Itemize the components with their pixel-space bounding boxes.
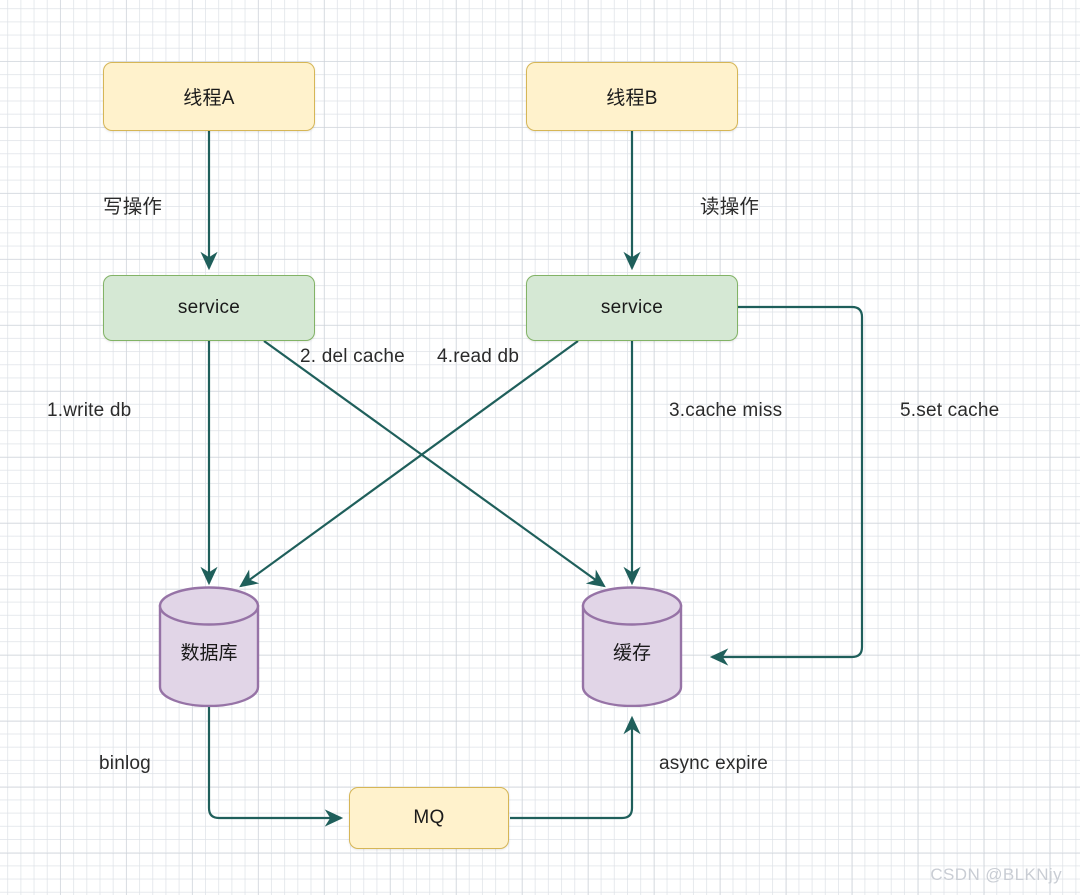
edge-label-write-op: 写操作 xyxy=(103,196,163,218)
node-service-a-label: service xyxy=(177,297,241,318)
node-database[interactable]: 数据库 xyxy=(158,586,260,708)
node-thread-a[interactable]: 线程A xyxy=(103,62,315,131)
node-service-b[interactable]: service xyxy=(526,275,738,341)
edge-del-cache-line xyxy=(263,340,606,588)
edge-label-write-db: 1.write db xyxy=(47,400,132,421)
database-cylinder-shape xyxy=(158,586,260,708)
node-database-label: 数据库 xyxy=(180,643,238,664)
edge-label-async-expire: async expire xyxy=(659,753,769,774)
edge-set-cache-line xyxy=(709,305,864,666)
node-cache[interactable]: 缓存 xyxy=(581,586,683,708)
edge-label-binlog: binlog xyxy=(99,753,151,774)
edge-label-read-db: 4.read db xyxy=(437,346,520,367)
node-thread-b-label: 线程B xyxy=(606,88,658,109)
node-service-b-label: service xyxy=(600,297,664,318)
edge-label-cache-miss: 3.cache miss xyxy=(669,400,783,421)
node-cache-label: 缓存 xyxy=(612,643,651,664)
edge-read-db-line xyxy=(239,340,579,588)
cache-cylinder-shape xyxy=(581,586,683,708)
edge-async-expire-line xyxy=(510,715,641,820)
node-service-a[interactable]: service xyxy=(103,275,315,341)
edge-label-read-op: 读操作 xyxy=(700,196,760,218)
edge-label-set-cache: 5.set cache xyxy=(900,400,1000,421)
edge-label-del-cache: 2. del cache xyxy=(300,346,405,367)
node-thread-a-label: 线程A xyxy=(183,88,235,109)
node-thread-b[interactable]: 线程B xyxy=(526,62,738,131)
node-mq[interactable]: MQ xyxy=(349,787,509,849)
edge-binlog-line xyxy=(207,707,344,827)
csdn-watermark: CSDN @BLKNjy xyxy=(930,865,1062,884)
node-mq-label: MQ xyxy=(413,807,445,828)
